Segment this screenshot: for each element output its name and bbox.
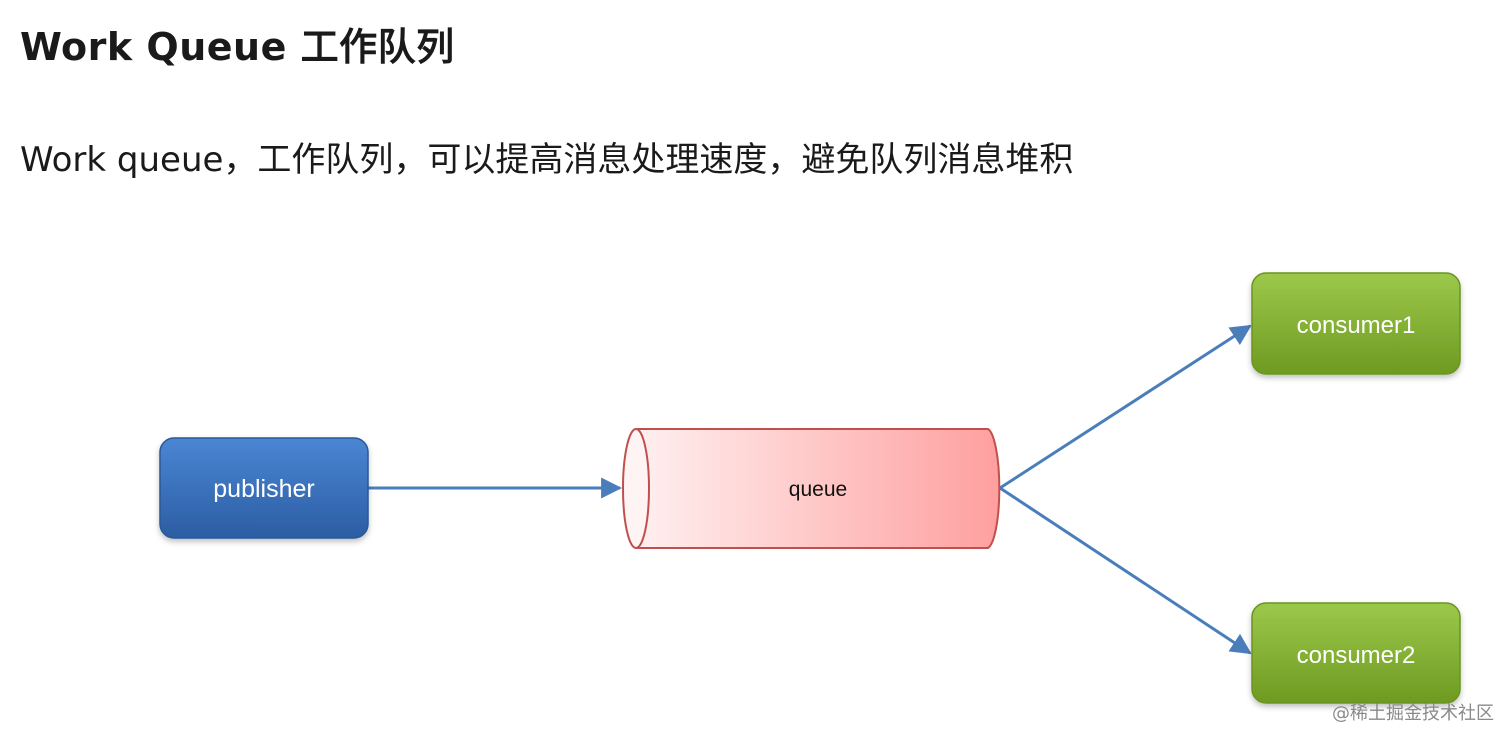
- arrow-queue-to-consumer2: [999, 486, 1252, 655]
- queue-node: queue: [622, 428, 1001, 549]
- publisher-node: publisher: [159, 437, 369, 539]
- page-title: Work Queue 工作队列: [20, 25, 455, 69]
- consumer2-node: consumer2: [1251, 602, 1461, 704]
- consumer1-node: consumer1: [1251, 272, 1461, 375]
- publisher-label: publisher: [213, 475, 314, 503]
- watermark: @稀土掘金技术社区: [1332, 703, 1494, 724]
- queue-label: queue: [789, 478, 847, 501]
- consumer2-label: consumer2: [1297, 642, 1416, 669]
- page-subtitle: Work queue，工作队列，可以提高消息处理速度，避免队列消息堆积: [20, 140, 1074, 180]
- arrow-queue-to-consumer1: [999, 324, 1252, 490]
- consumer1-label: consumer1: [1297, 312, 1416, 339]
